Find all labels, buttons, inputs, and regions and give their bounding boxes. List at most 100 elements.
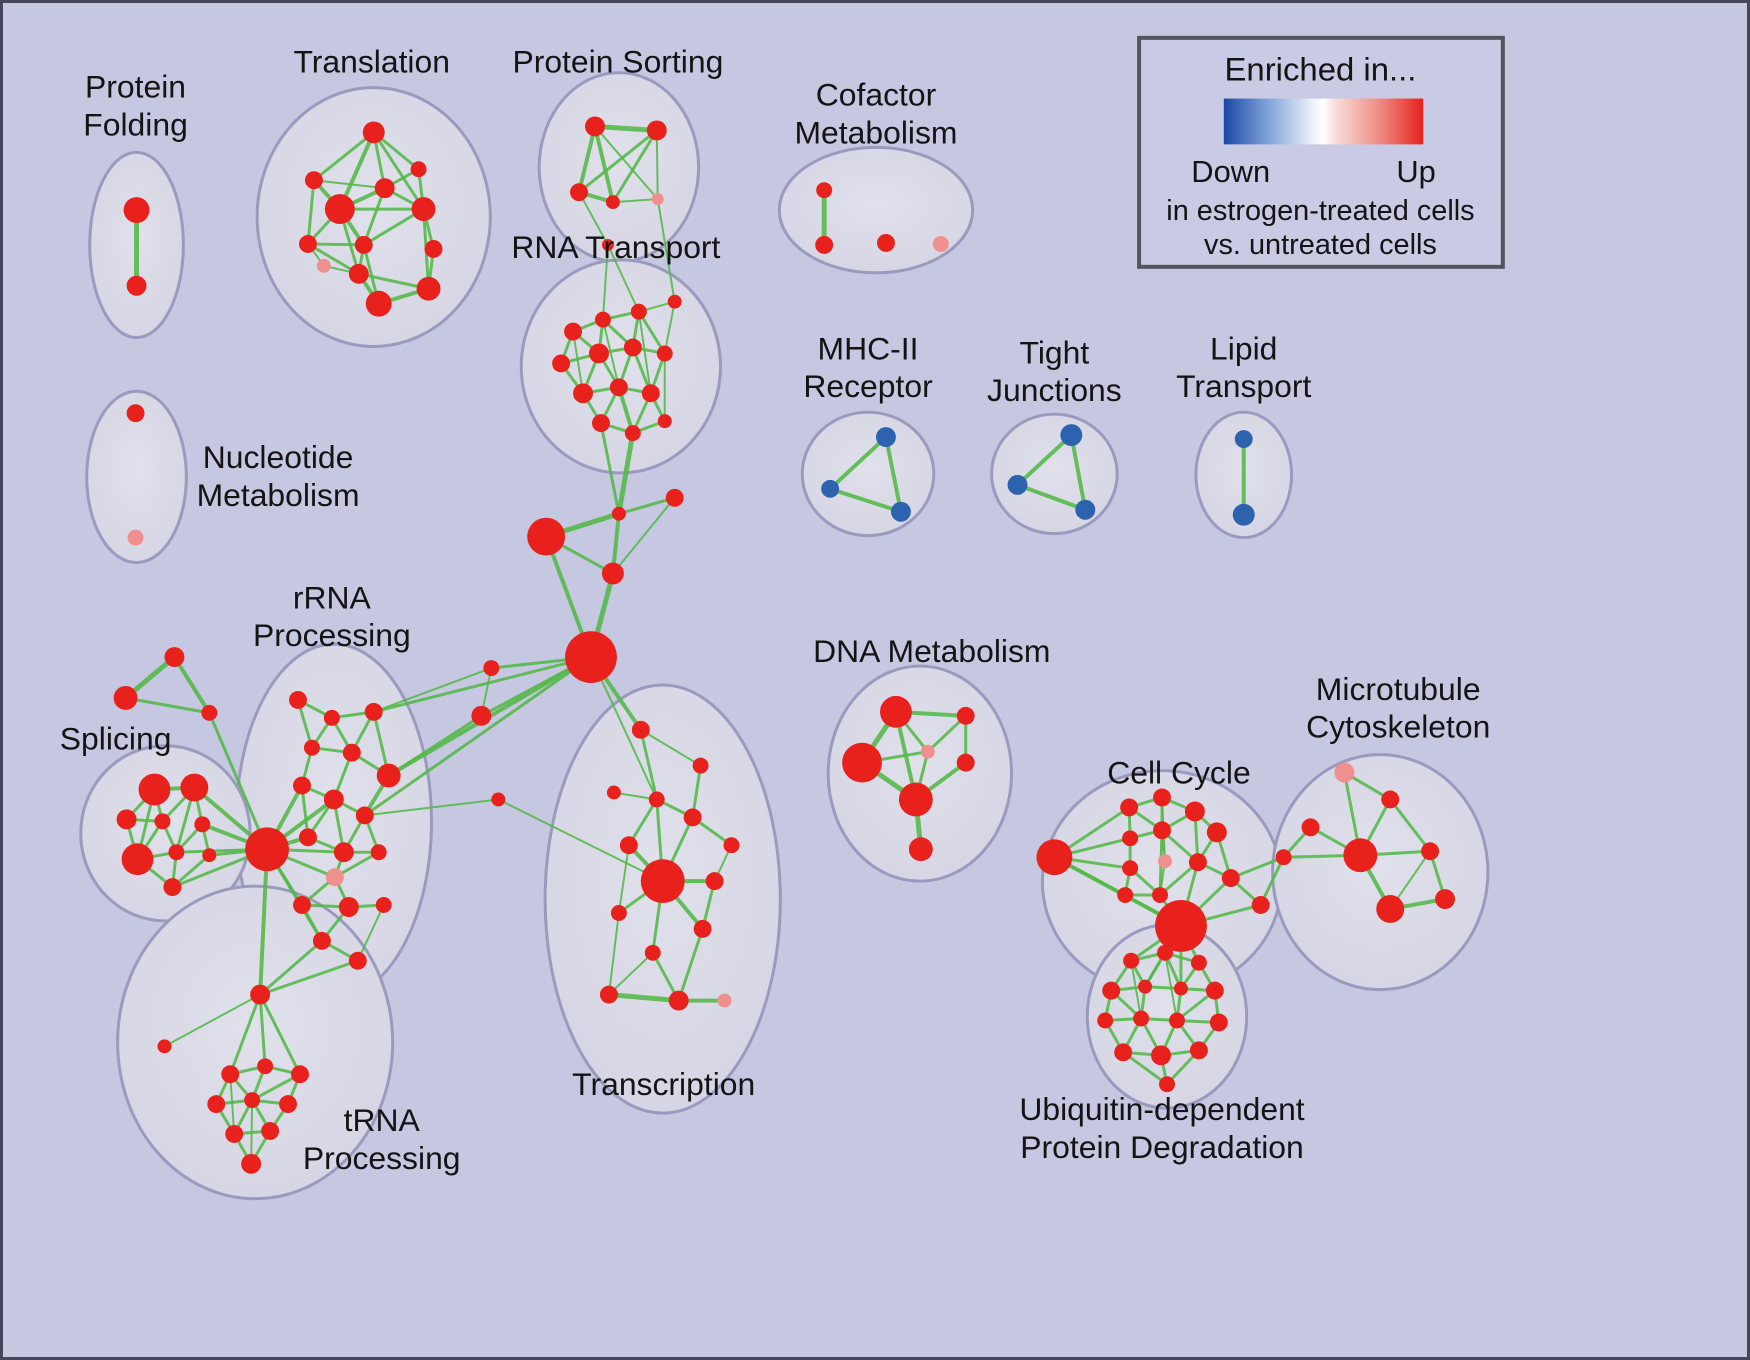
edge-hub1-rr9: [363, 655, 593, 817]
node-tj3: [1075, 499, 1096, 520]
node-sp5: [194, 816, 211, 833]
edge-tj1-tj2: [1015, 433, 1074, 487]
cluster-label-mhc-ii-receptor-line1: MHC-II: [818, 330, 919, 366]
edge-rr18-tp1: [258, 959, 360, 997]
node-dm5: [956, 753, 975, 772]
cluster-ellipse-trna-processing: [116, 884, 395, 1201]
edge-t2-t4: [306, 178, 316, 246]
node-cc2: [1120, 798, 1139, 817]
node-sp4: [154, 813, 171, 830]
node-rt1: [564, 322, 583, 341]
node-tr14: [668, 990, 689, 1011]
edge-tr12-tr13: [607, 951, 654, 996]
node-cc8: [1158, 854, 1172, 869]
edge-tp1-tp3: [228, 993, 262, 1076]
edge-hub1-tr4: [589, 656, 658, 801]
edge-rrh-tp1: [258, 847, 270, 997]
node-rr17: [312, 931, 331, 950]
node-tr1: [631, 720, 650, 739]
node-cf4: [932, 235, 949, 252]
node-ps2: [646, 120, 667, 141]
node-cc1: [1036, 839, 1073, 876]
edge-tp1-tp5: [258, 993, 302, 1076]
node-rr11: [333, 842, 354, 863]
node-rt13: [624, 425, 641, 442]
node-rr6: [376, 763, 401, 788]
legend-title: Enriched in...: [1225, 51, 1417, 88]
edge-tr1-tr2: [639, 728, 702, 767]
node-cn7: [491, 792, 506, 807]
node-rr18: [348, 951, 367, 970]
legend-gradient-bar: [1223, 98, 1424, 145]
edge-tr7-tr10: [617, 844, 630, 914]
node-cc6: [1122, 830, 1139, 847]
node-cc13: [1152, 887, 1168, 904]
node-t4: [298, 234, 317, 253]
cluster-label-cofactor-metabolism-line2: Metabolism: [795, 114, 958, 150]
node-sp3: [116, 809, 137, 830]
node-tp6: [207, 1095, 226, 1114]
node-cc3: [1153, 788, 1171, 807]
node-ub11: [1209, 1013, 1228, 1032]
node-cn4: [601, 562, 624, 585]
node-tr6: [723, 837, 740, 854]
cluster-label-cofactor-metabolism-line1: Cofactor: [816, 77, 937, 113]
node-rt4: [667, 294, 682, 309]
edge-tp5-tp7: [250, 1072, 302, 1102]
node-tp7: [244, 1092, 261, 1109]
cluster-label-tight-junctions-line2: Junctions: [987, 372, 1122, 408]
node-t13: [416, 276, 441, 301]
node-tr5: [683, 808, 702, 827]
node-lt2: [1232, 503, 1255, 526]
cluster-label-rna-transport-line1: RNA Transport: [511, 229, 720, 265]
node-rr15: [338, 897, 359, 917]
cluster-label-lipid-transport-line2: Transport: [1176, 368, 1311, 404]
node-mt7: [1376, 895, 1405, 923]
node-cn5: [483, 660, 500, 677]
node-rt10: [609, 378, 628, 397]
edge-tg1-tg3: [172, 655, 212, 715]
edge-tg2-tg3: [124, 696, 211, 715]
node-tp2: [157, 1039, 172, 1054]
node-t2: [304, 171, 323, 190]
node-tp9: [225, 1125, 244, 1143]
node-ub10: [1168, 1012, 1185, 1029]
node-rt11: [641, 384, 660, 403]
edge-cn1-cn4: [611, 496, 676, 575]
edge-cc11-mt6: [1229, 855, 1286, 880]
node-tj2: [1007, 474, 1028, 495]
node-cc9: [1122, 860, 1139, 877]
node-tr13: [599, 985, 618, 1004]
edge-ub1-ub9: [1130, 959, 1143, 1020]
edge-ps3-ps6: [578, 191, 609, 246]
node-dm2: [956, 706, 975, 725]
node-ub13: [1151, 1045, 1171, 1066]
cluster-label-tight-junctions-line1: Tight: [1020, 334, 1090, 370]
cluster-label-microtubule-cytoskeleton-line2: Cytoskeleton: [1306, 709, 1490, 745]
node-tp1: [250, 984, 271, 1005]
legend-box: [1137, 35, 1505, 269]
node-cc10: [1188, 853, 1207, 872]
node-dm6: [898, 782, 933, 817]
cluster-label-protein-folding-line1: Protein: [85, 69, 186, 105]
node-rrh: [245, 827, 290, 872]
edge-t2-t9: [312, 179, 386, 190]
cluster-label-protein-sorting-line1: Protein Sorting: [512, 44, 723, 80]
node-ub14: [1189, 1041, 1208, 1060]
edge-cn7-rr9: [363, 798, 500, 817]
cluster-label-splicing-line1: Splicing: [60, 721, 172, 757]
edge-ps4-ps5: [611, 198, 659, 204]
cluster-label-transcription-line1: Transcription: [572, 1066, 755, 1102]
node-dm4: [920, 744, 935, 759]
edge-cn2-cn1: [617, 496, 677, 516]
node-cf3: [876, 233, 895, 252]
node-sp8: [202, 848, 217, 863]
edge-rt13-cn2: [616, 430, 636, 517]
node-rr3: [364, 702, 383, 721]
edge-t1-t2: [312, 130, 376, 182]
node-tr2: [692, 757, 709, 774]
edge-rt2-rt10: [601, 318, 620, 389]
node-t11: [411, 197, 436, 222]
edge-mh2-mh3: [828, 486, 903, 514]
